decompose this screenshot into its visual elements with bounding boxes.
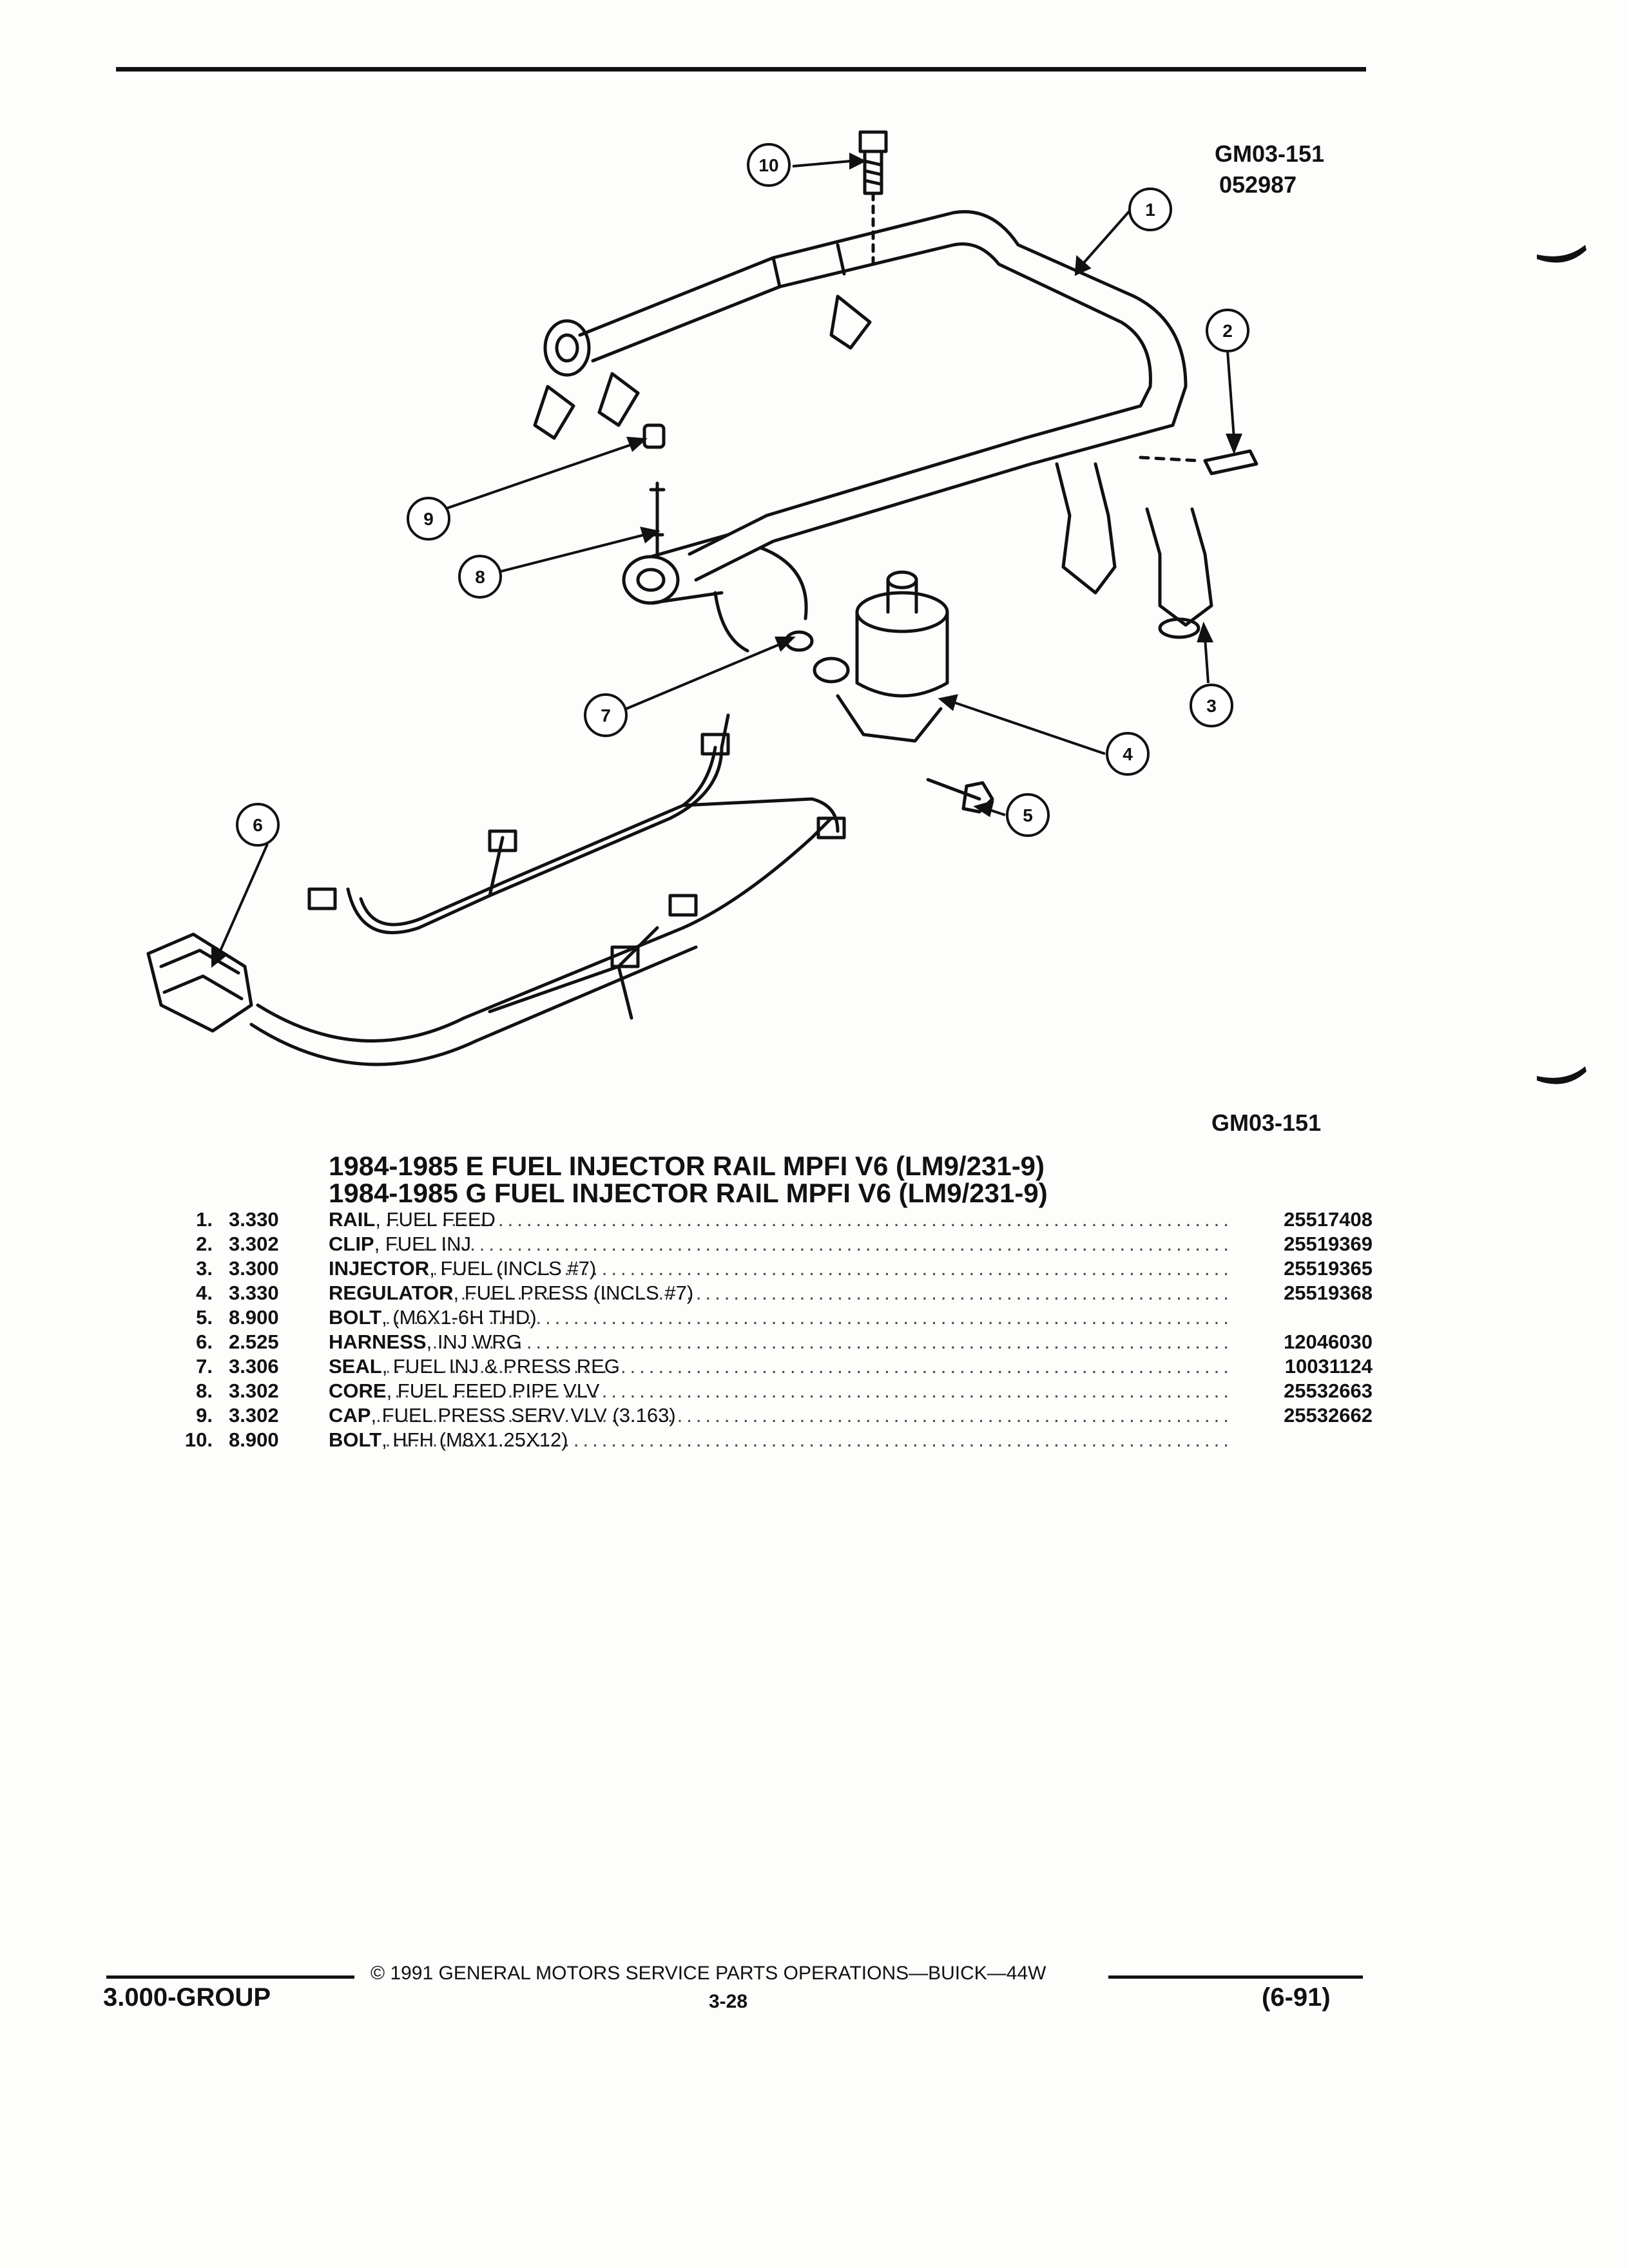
group-label: 3.000-GROUP xyxy=(103,1983,271,2012)
svg-text:2: 2 xyxy=(1222,321,1233,341)
svg-text:3: 3 xyxy=(1206,696,1217,716)
svg-text:9: 9 xyxy=(423,509,434,529)
svg-text:10: 10 xyxy=(758,155,778,175)
page-edge-marks xyxy=(1537,245,1586,1084)
callout-6: 6 xyxy=(236,803,280,847)
svg-text:8: 8 xyxy=(475,567,485,587)
ref-code-bottom: GM03-151 xyxy=(1211,1110,1322,1136)
parts-row: 4. 3.330 ...............................… xyxy=(196,1282,1373,1305)
fuel-injector-part xyxy=(1055,462,1213,639)
title-line-2: 1984-1985 G FUEL INJECTOR RAIL MPFI V6 (… xyxy=(329,1178,1048,1208)
ref-code-top: GM03-151 xyxy=(1215,140,1325,167)
page-number: 3-28 xyxy=(709,1991,748,2012)
parts-row: 7. 3.306 ...............................… xyxy=(196,1355,1373,1378)
footer-rule-right xyxy=(1108,1975,1363,1979)
hfh-bolt-part xyxy=(858,130,888,273)
svg-text:6: 6 xyxy=(253,815,263,835)
callout-8: 8 xyxy=(458,555,502,599)
parts-list: 1. 3.330 ...............................… xyxy=(168,1208,1373,1453)
svg-text:1: 1 xyxy=(1145,200,1155,220)
service-cap-part xyxy=(642,423,666,449)
parts-row: 2. 3.302 ...............................… xyxy=(196,1233,1373,1256)
parts-row: 5. 8.900 ...............................… xyxy=(196,1306,1231,1329)
parts-row: 8. 3.302 ...............................… xyxy=(196,1379,1373,1403)
parts-row: 3. 3.300 ...............................… xyxy=(196,1257,1373,1280)
svg-text:5: 5 xyxy=(1023,805,1033,825)
callout-leaders xyxy=(211,152,1242,968)
callout-1: 1 xyxy=(1128,187,1172,231)
callout-2: 2 xyxy=(1206,309,1249,352)
svg-text:7: 7 xyxy=(601,706,611,726)
upper-injectors xyxy=(533,294,872,440)
callout-9: 9 xyxy=(407,497,450,541)
footer-rule-left xyxy=(106,1975,354,1979)
callout-5: 5 xyxy=(1006,793,1050,837)
fuel-press-regulator-part xyxy=(813,570,949,743)
callout-10: 10 xyxy=(747,143,791,187)
fuel-rail-part xyxy=(543,210,1188,653)
callout-3: 3 xyxy=(1190,684,1233,727)
fuel-inj-clip-part xyxy=(1203,449,1258,476)
ref-date: 052987 xyxy=(1219,171,1297,198)
parts-row: 1. 3.330 ...............................… xyxy=(196,1208,1373,1231)
title-line-1: 1984-1985 E FUEL INJECTOR RAIL MPFI V6 (… xyxy=(329,1151,1045,1181)
parts-row: 10. 8.900 ..............................… xyxy=(184,1428,1231,1452)
callout-4: 4 xyxy=(1106,732,1150,776)
valve-core-part xyxy=(649,481,666,556)
top-rule xyxy=(116,67,1366,72)
callout-7: 7 xyxy=(584,693,628,737)
parts-row: 9. 3.302 ...............................… xyxy=(196,1404,1373,1427)
injector-wiring-harness-part xyxy=(146,713,846,1066)
copyright-line: © 1991 GENERAL MOTORS SERVICE PARTS OPER… xyxy=(371,1963,1046,1984)
svg-text:4: 4 xyxy=(1123,744,1133,764)
revision-date: (6-91) xyxy=(1262,1983,1331,2012)
fuel-injector-rail-diagram: 10 1 2 3 4 5 6 7 8 9 xyxy=(146,130,1586,1084)
parts-row: 6. 2.525 ...............................… xyxy=(196,1331,1373,1354)
